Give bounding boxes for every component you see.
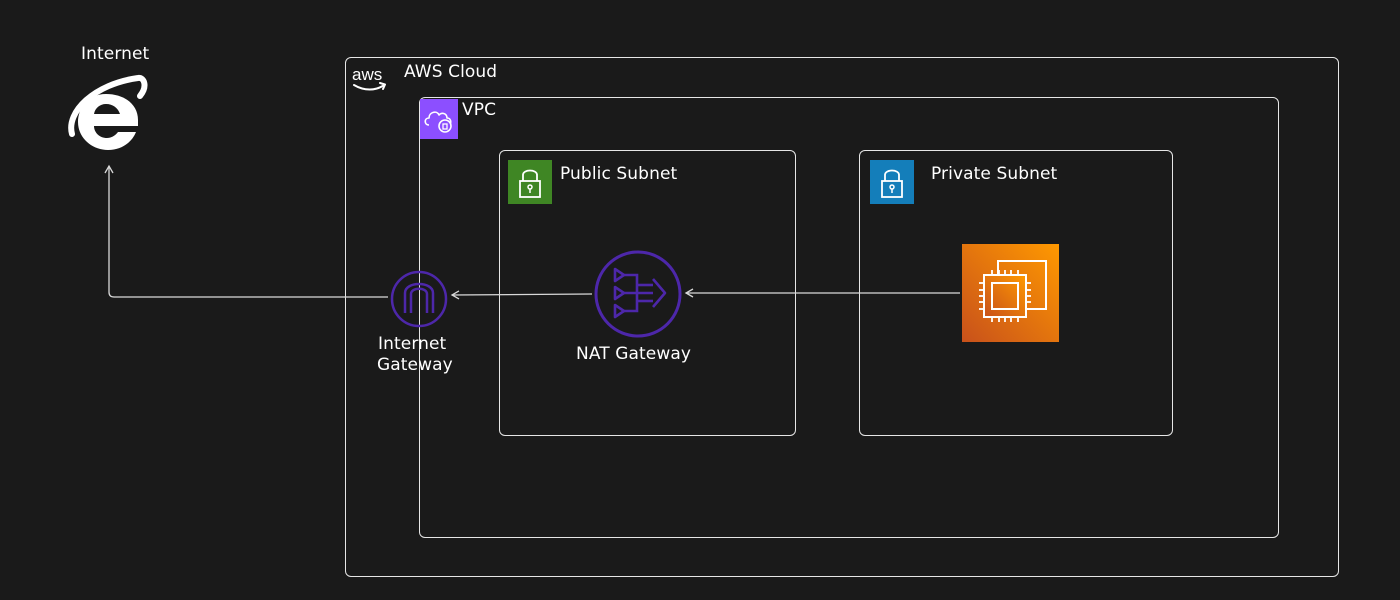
internet-gateway-icon: [390, 270, 448, 328]
internet-gateway-label-line1: Internet: [378, 334, 447, 354]
private-subnet-lock-icon: [870, 160, 914, 204]
internet-explorer-icon: [68, 74, 148, 150]
internet-gateway-label-line2: Gateway: [377, 355, 453, 375]
private-subnet-label: Private Subnet: [931, 164, 1058, 184]
aws-cloud-boundary: [345, 57, 1339, 577]
nat-gateway-icon: [594, 250, 682, 338]
vpc-label: VPC: [462, 100, 497, 120]
public-subnet-label: Public Subnet: [560, 164, 678, 184]
public-subnet-lock-icon: [508, 160, 552, 204]
vpc-boundary: [419, 97, 1279, 538]
ec2-chip-icon: [962, 244, 1059, 342]
aws-logo-text: aws: [352, 65, 382, 84]
internet-label: Internet: [81, 44, 150, 64]
vpc-cloud-icon: [420, 99, 458, 139]
nat-gateway-label: NAT Gateway: [576, 344, 692, 364]
aws-cloud-label: AWS Cloud: [404, 62, 498, 82]
aws-logo: aws: [352, 65, 386, 91]
